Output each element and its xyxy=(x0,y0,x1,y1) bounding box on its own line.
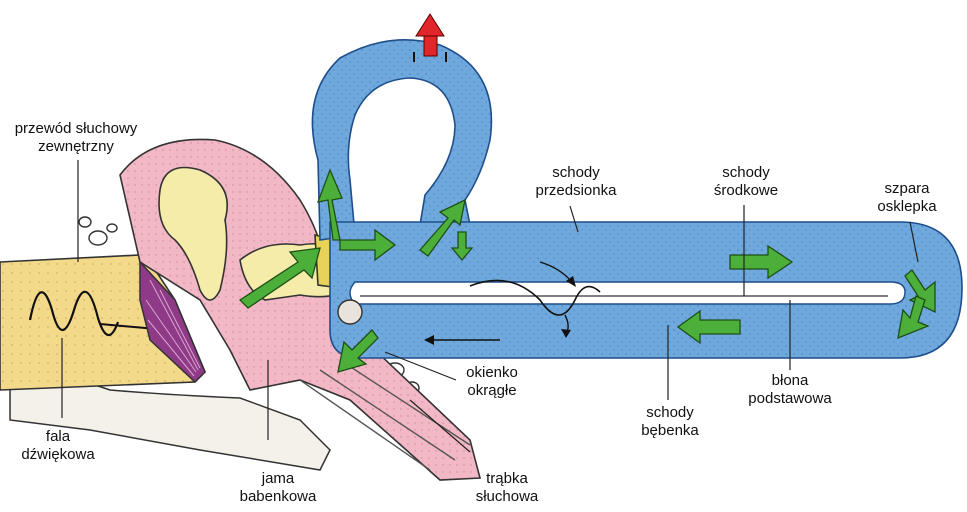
label-tympanic-cavity: jama babenkowa xyxy=(228,470,328,506)
label-sound-wave-line1: fala xyxy=(8,428,108,446)
label-tympanic-cavity-line2: babenkowa xyxy=(228,488,328,506)
label-round-window-line2: okrągłe xyxy=(452,382,532,400)
label-helicotrema-line2: osklepka xyxy=(862,198,952,216)
label-scala-vestibuli: schody przedsionka xyxy=(526,164,626,200)
label-eustachian-tube: trąbka słuchowa xyxy=(462,470,552,506)
label-eustachian-tube-line2: słuchowa xyxy=(462,488,552,506)
label-tympanic-cavity-line1: jama xyxy=(228,470,328,488)
label-sound-wave-line2: dźwiękowa xyxy=(8,446,108,464)
label-scala-media-line2: środkowe xyxy=(696,182,796,200)
label-scala-tympani: schody bębenka xyxy=(620,404,720,440)
label-scala-vestibuli-line1: schody xyxy=(526,164,626,182)
label-scala-media-line1: schody xyxy=(696,164,796,182)
label-round-window: okienko okrągłe xyxy=(452,364,532,400)
label-helicotrema: szpara osklepka xyxy=(862,180,952,216)
label-ear-canal: przewód słuchowy zewnętrzny xyxy=(6,120,146,156)
label-ear-canal-line2: zewnętrzny xyxy=(6,138,146,156)
label-basilar-membrane-line1: błona xyxy=(740,372,840,390)
label-helicotrema-line1: szpara xyxy=(862,180,952,198)
label-eustachian-tube-line1: trąbka xyxy=(462,470,552,488)
label-scala-media: schody środkowe xyxy=(696,164,796,200)
label-round-window-line1: okienko xyxy=(452,364,532,382)
label-basilar-membrane-line2: podstawowa xyxy=(740,390,840,408)
basilar-membrane xyxy=(350,282,905,304)
label-basilar-membrane: błona podstawowa xyxy=(740,372,840,408)
label-ear-canal-line1: przewód słuchowy xyxy=(6,120,146,138)
label-scala-vestibuli-line2: przedsionka xyxy=(526,182,626,200)
label-scala-tympani-line2: bębenka xyxy=(620,422,720,440)
label-sound-wave: fala dźwiękowa xyxy=(8,428,108,464)
label-scala-tympani-line1: schody xyxy=(620,404,720,422)
